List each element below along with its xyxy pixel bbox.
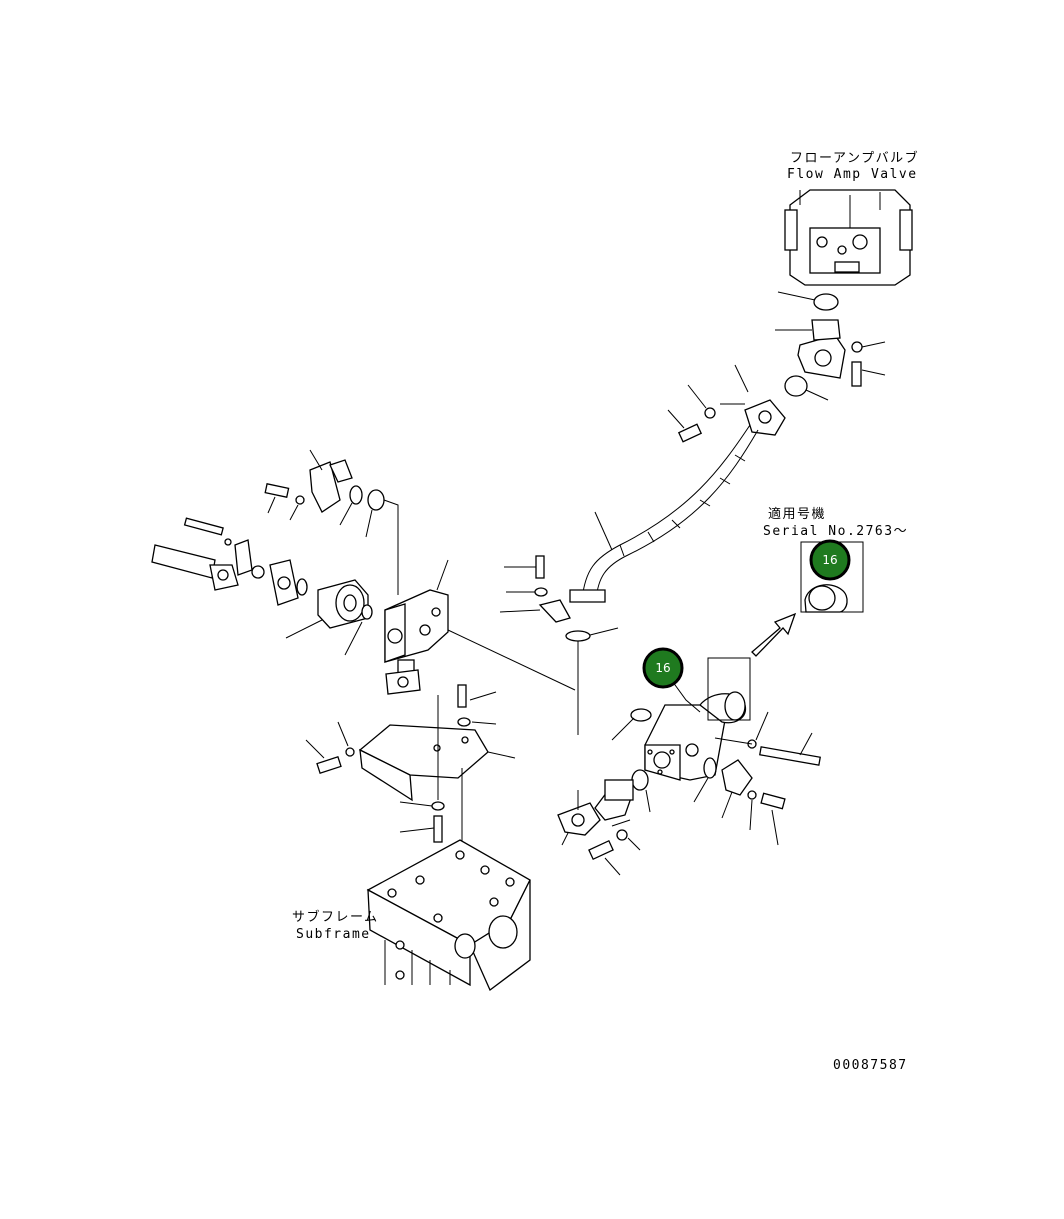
o-ring: [813, 293, 839, 311]
bolt: [851, 361, 862, 387]
o-ring: [784, 375, 808, 397]
washer: [747, 790, 757, 800]
washer: [457, 717, 471, 727]
hose-upper-flange: [720, 364, 786, 436]
flow-amp-valve-label-jp: フローアンプバルブ: [790, 150, 919, 166]
valve-block: [384, 559, 576, 695]
subframe: [366, 839, 531, 992]
bolt: [316, 756, 342, 774]
serial-label-en: Serial No.2763～: [763, 524, 908, 539]
subframe-label-en: Subframe: [296, 927, 371, 942]
drawing-number: 00087587: [833, 1058, 908, 1073]
cover-plate: [721, 759, 753, 796]
serial-inset: 16: [800, 539, 864, 613]
washer: [616, 829, 628, 841]
o-ring: [630, 708, 652, 722]
bolt: [760, 792, 786, 810]
washer: [534, 587, 548, 597]
subframe-label-jp: サブフレーム: [292, 909, 379, 925]
o-ring: [565, 630, 591, 642]
arrow-icon: [751, 612, 797, 657]
bolt: [677, 423, 703, 443]
mounting-bracket: [358, 724, 516, 802]
reference-badge: 16: [642, 647, 684, 689]
washer: [704, 407, 716, 419]
washer: [851, 341, 863, 353]
flow-amp-valve-label-en: Flow Amp Valve: [787, 167, 918, 182]
bolt: [588, 839, 614, 861]
bolt: [433, 815, 443, 843]
o-ring: [631, 769, 649, 791]
hydraulic-hose: [581, 424, 759, 601]
serial-label-jp: 適用号機: [768, 506, 826, 522]
pump-top-fittings: [264, 449, 399, 595]
o-ring: [703, 757, 717, 779]
bolt: [457, 684, 467, 708]
badge-number: 16: [655, 661, 670, 675]
split-flange-upper: [775, 319, 846, 379]
left-pump-assembly: [151, 517, 373, 656]
elbow-flange: [557, 779, 634, 846]
flow-amp-valve: [784, 189, 913, 286]
bolt: [535, 555, 545, 579]
long-bolt: [759, 746, 821, 766]
inset-badge-number: 16: [822, 553, 837, 567]
washer: [345, 747, 355, 757]
split-flange-half: [538, 599, 571, 623]
hose-lower-flange: [569, 589, 606, 603]
washer: [431, 801, 445, 811]
